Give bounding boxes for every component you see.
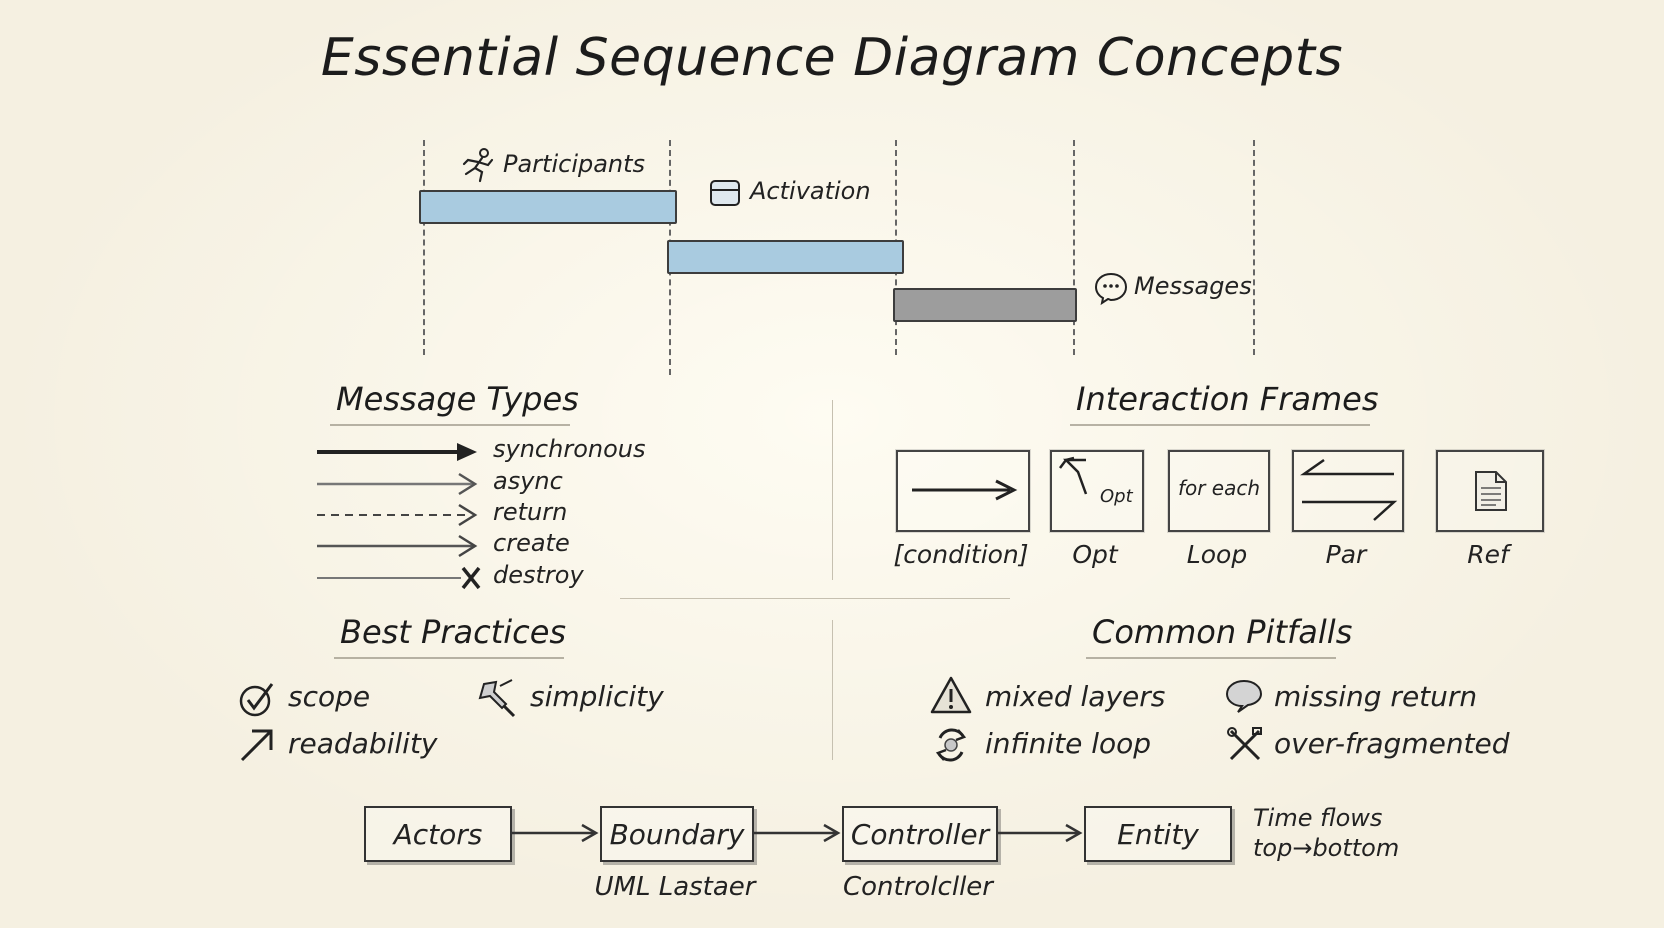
synchronous-arrow [317, 443, 477, 461]
flow-note-line2: top→bottom [1253, 834, 1400, 862]
participants-label: Participants [503, 150, 646, 178]
best-practices-title: Best Practices [340, 613, 567, 651]
pitfall-missing-return: missing return [1274, 680, 1478, 713]
activation-bar-2 [667, 240, 904, 274]
activation-label: Activation [750, 177, 871, 205]
practice-readability: readability [288, 727, 438, 760]
pitfall-mixed-layers: mixed layers [985, 680, 1166, 713]
activation-bar-3 [893, 288, 1077, 322]
pitfall-infinite-loop: infinite loop [985, 727, 1152, 760]
lifeline-1 [423, 140, 425, 355]
box-icon [710, 180, 740, 206]
frame-loop: for each [1168, 450, 1270, 532]
frame-condition-caption: [condition] [893, 540, 1029, 569]
flow-note-line1: Time flows [1253, 804, 1383, 832]
arrow-up-right-icon [240, 729, 273, 762]
warning-icon [930, 676, 972, 714]
best-practices-underline [334, 657, 564, 659]
pitfall-over-fragmented: over-fragmented [1274, 727, 1510, 760]
messages-label: Messages [1134, 272, 1252, 300]
practice-simplicity: simplicity [530, 680, 664, 713]
crossed-tools-icon [1227, 727, 1262, 761]
parallel-arrows-icon [1300, 458, 1398, 521]
flow-sublabel-controller: Controlcller [843, 872, 993, 902]
frame-par-caption: Par [1325, 540, 1367, 569]
divider-upper [832, 400, 833, 580]
message-type-synchronous: synchronous [493, 435, 646, 463]
frame-ref-caption: Ref [1467, 540, 1509, 569]
frame-opt-caption: Opt [1072, 540, 1118, 569]
message-type-create: create [493, 529, 570, 557]
message-type-destroy: destroy [493, 561, 584, 589]
arrow-right-icon [912, 479, 1018, 501]
lifeline-5 [1253, 140, 1255, 355]
common-pitfalls-title: Common Pitfalls [1092, 613, 1353, 651]
message-type-return: return [493, 498, 568, 526]
interaction-frames-title: Interaction Frames [1076, 380, 1379, 418]
frame-loop-inner: for each [1177, 476, 1261, 500]
speech-bubble-icon [1225, 679, 1263, 713]
page-title: Essential Sequence Diagram Concepts [320, 28, 1344, 88]
document-icon [1475, 471, 1507, 511]
frame-par [1292, 450, 1404, 532]
speech-bubble-icon [1094, 272, 1128, 306]
practice-scope: scope [288, 680, 371, 713]
interaction-frames-underline [1070, 424, 1370, 426]
message-type-async: async [493, 467, 563, 495]
running-person-icon [462, 148, 494, 183]
broken-wrench-icon [478, 679, 516, 718]
lifeline-4 [1073, 140, 1075, 355]
divider-middle [620, 598, 1010, 599]
flow-sublabel-boundary: UML Lastaer [594, 872, 756, 902]
flow-arrow-1 [512, 823, 599, 843]
message-types-underline [330, 424, 570, 426]
frame-opt-inner: Opt [1100, 486, 1133, 507]
destroy-arrow [317, 566, 481, 590]
flow-box-actors: Actors [364, 806, 512, 862]
flow-box-entity: Entity [1084, 806, 1232, 862]
frame-opt: Opt [1050, 450, 1144, 532]
flow-box-boundary: Boundary [600, 806, 754, 862]
common-pitfalls-underline [1086, 657, 1336, 659]
frame-condition [896, 450, 1030, 532]
loop-icon [935, 728, 967, 762]
corner-arrow-icon [1059, 456, 1088, 495]
return-arrow [317, 503, 478, 527]
frame-loop-caption: Loop [1186, 540, 1248, 569]
divider-lower [832, 620, 833, 760]
message-arrows [317, 443, 481, 590]
async-arrow [317, 472, 478, 496]
target-check-icon [239, 683, 274, 717]
flow-arrow-2 [754, 823, 841, 843]
create-arrow [317, 534, 478, 558]
activation-bar-1 [419, 190, 677, 224]
flow-arrow-3 [998, 823, 1083, 843]
frame-ref [1436, 450, 1544, 532]
flow-box-controller: Controller [842, 806, 998, 862]
message-types-title: Message Types [336, 380, 579, 418]
